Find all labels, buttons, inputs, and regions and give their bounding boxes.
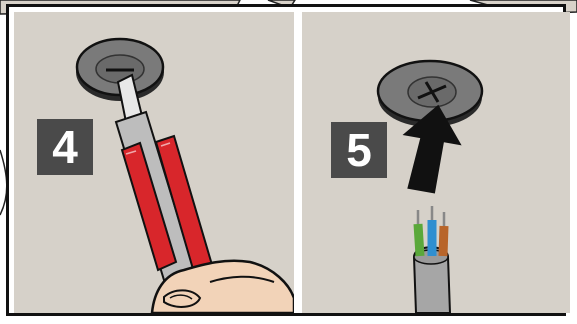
step-panel-5: 5 — [302, 12, 570, 313]
step-number-badge: 4 — [37, 119, 93, 175]
cable — [414, 206, 450, 313]
step-panel-4: 4 — [14, 12, 294, 313]
step-number-badge: 5 — [331, 122, 387, 178]
